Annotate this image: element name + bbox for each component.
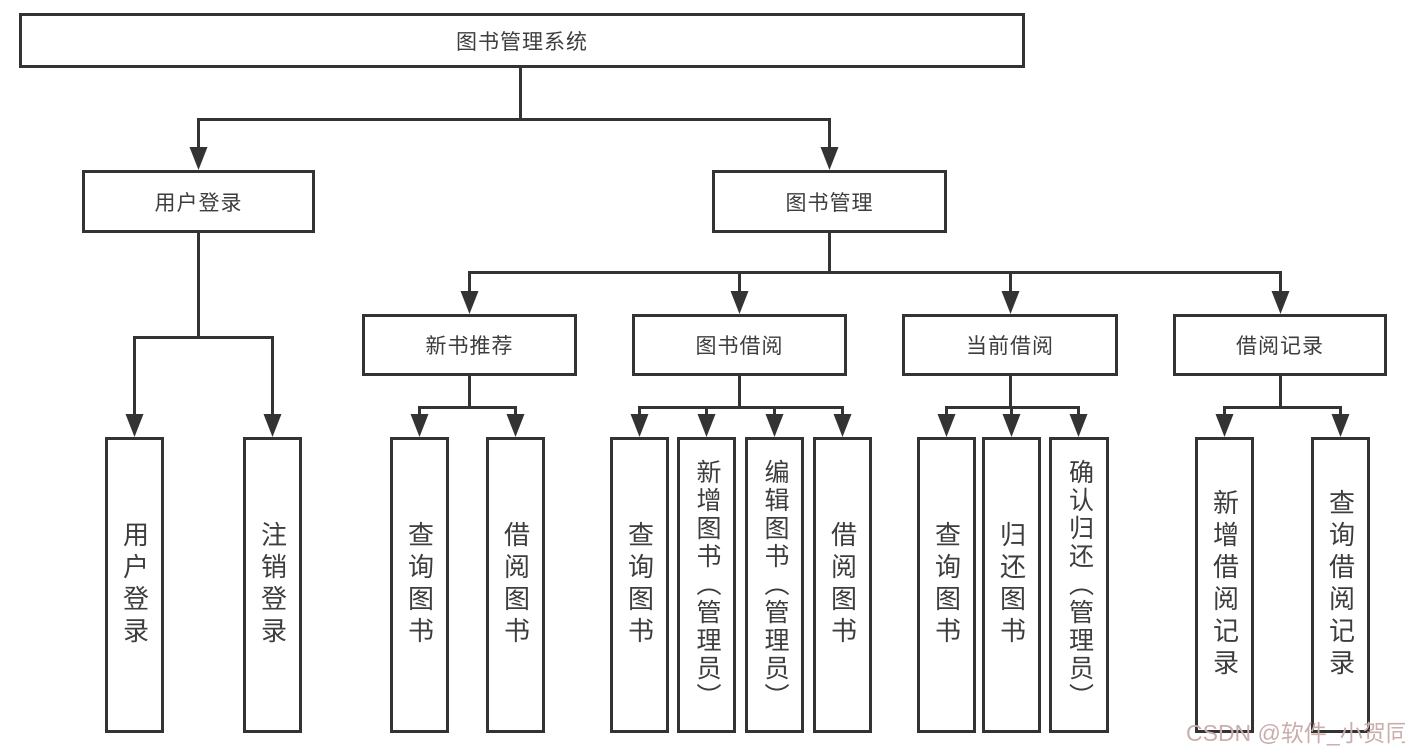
node-current-borrow-label: 当前借阅 [966, 335, 1054, 358]
node-user-login-label: 用户登录 [154, 191, 243, 215]
node-leaf-bb-borrow-label: 借阅图书 [827, 521, 858, 649]
node-leaf-cb-query: 查询图书 [917, 437, 976, 733]
node-leaf-bb-add: 新增图书（管理员） [677, 437, 736, 733]
node-leaf-nb-borrow-label: 借阅图书 [500, 521, 531, 649]
node-leaf-cb-return-label: 归还图书 [996, 521, 1027, 649]
bracket-book-borrow [638, 406, 844, 419]
node-user-login: 用户登录 [82, 170, 315, 233]
node-leaf-br-add: 新增借阅记录 [1195, 437, 1254, 733]
node-new-books-label: 新书推荐 [425, 335, 514, 358]
node-leaf-bb-add-label: 新增图书（管理员） [693, 459, 721, 711]
arrowhead-shapes [125, 147, 1350, 437]
node-borrow-records: 借阅记录 [1173, 314, 1387, 376]
node-leaf-cb-query-label: 查询图书 [931, 521, 962, 649]
node-leaf-br-add-label: 新增借阅记录 [1209, 489, 1240, 681]
node-leaf-user-login-label: 用户登录 [119, 521, 150, 649]
node-book-borrow: 图书借阅 [632, 314, 847, 376]
node-leaf-bb-query-label: 查询图书 [624, 521, 655, 649]
node-book-mgmt-label: 图书管理 [785, 191, 874, 215]
bracket-new-books [418, 406, 517, 419]
node-leaf-nb-borrow: 借阅图书 [486, 437, 545, 733]
node-leaf-nb-query-label: 查询图书 [404, 521, 435, 649]
node-leaf-logout: 注销登录 [243, 437, 302, 733]
node-leaf-logout-label: 注销登录 [257, 521, 288, 649]
node-leaf-br-query-label: 查询借阅记录 [1325, 489, 1356, 681]
bracket-level2 [197, 118, 831, 152]
node-root: 图书管理系统 [19, 13, 1025, 68]
node-leaf-bb-edit-label: 编辑图书（管理员） [761, 459, 789, 711]
csdn-watermark: CSDN @软件_小贺同学 [1186, 720, 1405, 746]
node-leaf-bb-query: 查询图书 [610, 437, 669, 733]
node-leaf-user-login: 用户登录 [105, 437, 164, 733]
node-borrow-records-label: 借阅记录 [1236, 335, 1324, 358]
bracket-borrow-records [1223, 406, 1342, 419]
node-leaf-cb-confirm-label: 确认归还（管理员） [1065, 459, 1094, 711]
node-leaf-cb-confirm: 确认归还（管理员） [1049, 437, 1109, 733]
node-current-borrow: 当前借阅 [902, 314, 1118, 376]
bracket-level3 [468, 271, 1282, 296]
node-leaf-cb-return: 归还图书 [982, 437, 1041, 733]
node-root-label: 图书管理系统 [456, 30, 588, 54]
bracket-user-login [133, 336, 274, 419]
node-leaf-bb-borrow: 借阅图书 [813, 437, 872, 733]
node-leaf-bb-edit: 编辑图书（管理员） [745, 437, 804, 733]
node-new-books: 新书推荐 [362, 314, 577, 376]
node-book-borrow-label: 图书借阅 [695, 335, 784, 358]
node-leaf-br-query: 查询借阅记录 [1311, 437, 1370, 733]
node-leaf-nb-query: 查询图书 [390, 437, 449, 733]
arrowheads [125, 147, 1350, 437]
node-book-mgmt: 图书管理 [712, 170, 947, 233]
